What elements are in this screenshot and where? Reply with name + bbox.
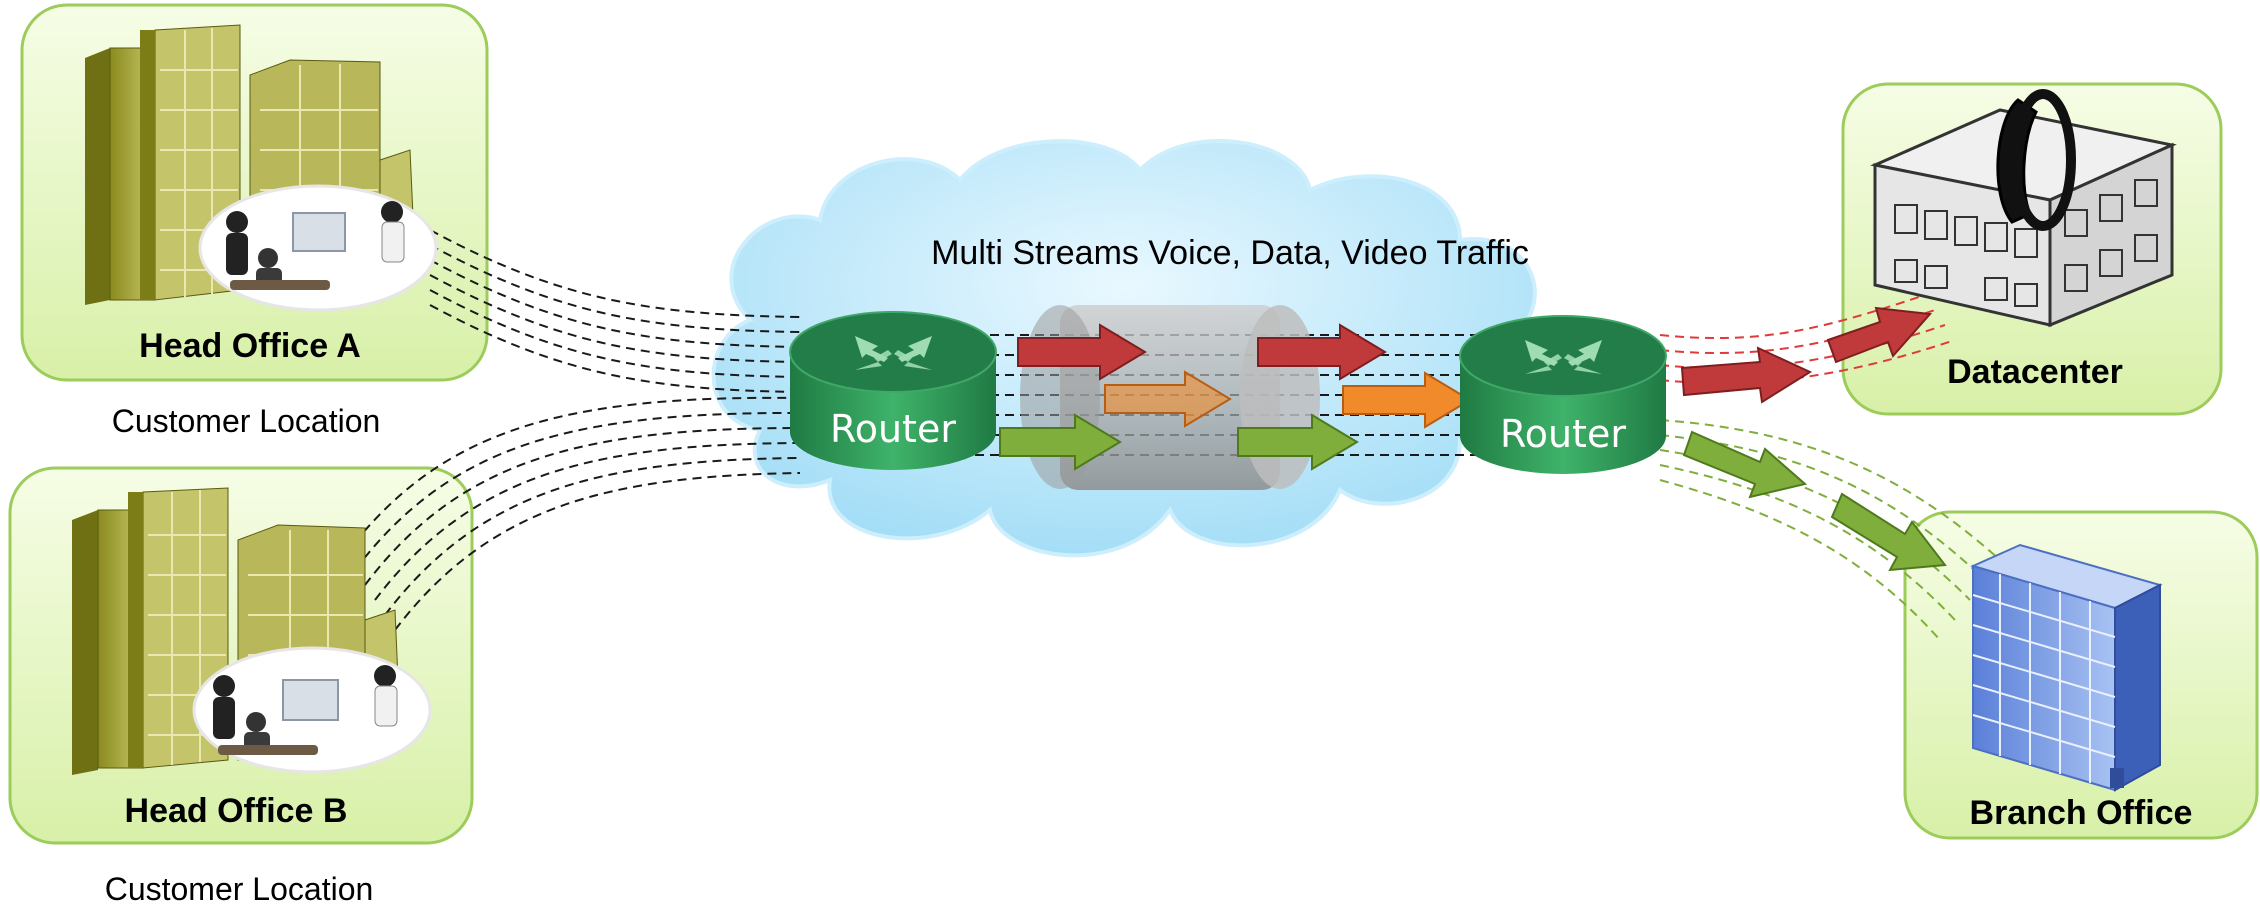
head-office-a-label: Head Office A (139, 327, 361, 365)
meeting-photo-cloud (192, 646, 432, 774)
router-arrows-icon (855, 336, 932, 370)
head-office-b-caption: Customer Location (105, 871, 374, 907)
router-right: Router (1459, 315, 1667, 474)
head-office-a-caption: Customer Location (112, 403, 381, 439)
branch-office-building-icon (1970, 543, 2163, 792)
dashed-links-head-office-b (344, 396, 801, 631)
router-arrows-icon (1525, 340, 1602, 374)
router-left-label: Router (830, 407, 956, 451)
cloud-title: Multi Streams Voice, Data, Video Traffic (931, 234, 1529, 272)
data-stream-arrows (999, 413, 1947, 572)
video-stream-arrows (1104, 370, 1472, 429)
voice-stream-arrows (1017, 306, 1933, 404)
datacenter-label: Datacenter (1947, 353, 2123, 391)
router-right-label: Router (1500, 412, 1626, 456)
datacenter-building-icon (1870, 108, 2177, 328)
branch-office-label: Branch Office (1970, 794, 2193, 832)
head-office-b-label: Head Office B (125, 792, 348, 830)
meeting-photo-cloud (198, 184, 438, 312)
router-left: Router (789, 311, 997, 470)
telephone-handset-icon (1996, 89, 2076, 231)
